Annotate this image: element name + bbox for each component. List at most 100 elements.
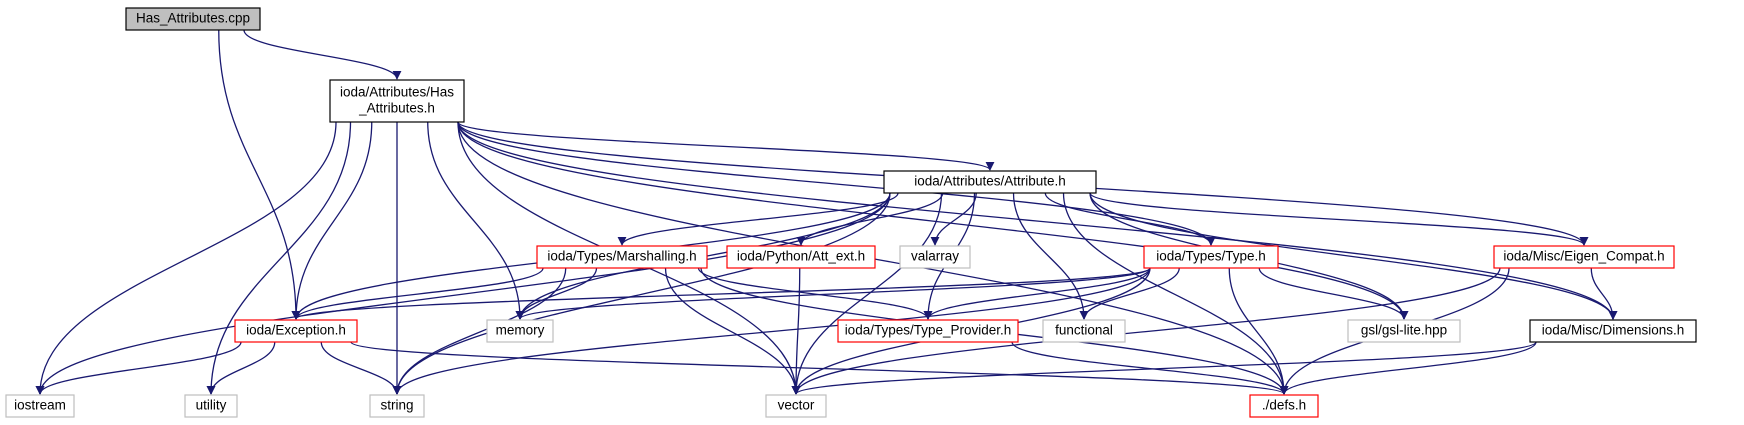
node-attr[interactable]: ioda/Attributes/Attribute.h: [883, 170, 1097, 194]
edge-attr-to-string: [392, 192, 891, 395]
node-eigen[interactable]: ioda/Misc/Eigen_Compat.h: [1493, 245, 1675, 269]
node-has-cpp[interactable]: Has_Attributes.cpp: [125, 7, 261, 31]
edge-eigen-to-vector: [791, 267, 1501, 395]
node-label: ioda/Exception.h: [246, 323, 346, 338]
edge-type-to-functional: [1079, 267, 1180, 320]
node-label: utility: [196, 398, 227, 413]
edge-exc-to-iostream: [35, 341, 242, 395]
node-att-ext[interactable]: ioda/Python/Att_ext.h: [726, 245, 876, 269]
edge-type-to-gsl: [1258, 267, 1409, 320]
node-box: [329, 79, 465, 123]
node-box: [184, 394, 238, 418]
edge-type-to-memory: [515, 267, 1151, 320]
edge-type-to-defs: [1228, 267, 1289, 395]
node-label: gsl/gsl-lite.hpp: [1361, 323, 1447, 338]
node-box: [1493, 245, 1675, 269]
edge-has_cpp-to-has_h: [243, 29, 402, 80]
edge-has_h-to-utility: [206, 121, 352, 395]
node-utility: utility: [184, 394, 238, 418]
edge-attr-to-att_ext: [796, 192, 944, 246]
node-box: [1347, 319, 1461, 343]
edge-has_h-to-iostream: [35, 121, 337, 395]
node-box: [369, 394, 425, 418]
edge-has_h-to-dims: [457, 121, 1618, 320]
edges-layer: [35, 29, 1618, 395]
node-box: [5, 394, 75, 418]
node-box: [1143, 245, 1279, 269]
node-string: string: [369, 394, 425, 418]
node-label: _Attributes.h: [358, 101, 435, 116]
node-typeprov[interactable]: ioda/Types/Type_Provider.h: [837, 319, 1019, 343]
nodes-layer: Has_Attributes.cpp ioda/Attributes/Has_At…: [5, 7, 1697, 418]
node-vector: vector: [765, 394, 827, 418]
node-gsl: gsl/gsl-lite.hpp: [1347, 319, 1461, 343]
node-box: [536, 245, 708, 269]
node-label: Has_Attributes.cpp: [136, 11, 250, 26]
edge-marsh-to-vector: [664, 267, 801, 395]
node-label: ioda/Types/Type_Provider.h: [845, 323, 1012, 338]
node-functional: functional: [1042, 319, 1126, 343]
edge-attr-to-iostream: [35, 192, 891, 395]
node-iostream: iostream: [5, 394, 75, 418]
node-dims[interactable]: ioda/Misc/Dimensions.h: [1529, 319, 1697, 343]
edge-type-to-string: [392, 267, 1151, 395]
node-label: ioda/Misc/Dimensions.h: [1542, 323, 1685, 338]
node-label: ./defs.h: [1262, 398, 1306, 413]
edge-exc-to-string: [320, 341, 402, 395]
node-label: functional: [1055, 323, 1113, 338]
edge-has_cpp-to-exc: [218, 29, 301, 320]
edge-attr-to-functional: [1012, 192, 1089, 320]
node-box: [1249, 394, 1319, 418]
edge-attr-to-eigen: [1089, 192, 1589, 246]
node-box: [883, 170, 1097, 194]
node-box: [125, 7, 261, 31]
edge-dims-to-vector: [791, 341, 1537, 395]
node-box: [486, 319, 554, 343]
node-marsh[interactable]: ioda/Types/Marshalling.h: [536, 245, 708, 269]
edge-has_h-to-attr: [457, 121, 995, 171]
node-box: [234, 319, 358, 343]
edge-has_h-to-exc: [291, 121, 373, 320]
node-label: ioda/Attributes/Attribute.h: [914, 174, 1066, 189]
node-box: [1042, 319, 1126, 343]
node-label: valarray: [911, 249, 959, 264]
node-label: ioda/Attributes/Has: [340, 85, 454, 100]
edge-exc-to-defs: [350, 341, 1289, 395]
node-valarray: valarray: [899, 245, 971, 269]
edge-type-to-exc: [291, 267, 1151, 320]
edge-has_h-to-gsl: [457, 121, 1409, 320]
edge-attr-to-defs: [1062, 192, 1289, 395]
node-label: string: [380, 398, 413, 413]
edge-att_ext-to-vector: [791, 267, 801, 395]
node-box: [899, 245, 971, 269]
edge-marsh-to-exc: [291, 267, 544, 320]
edge-exc-to-utility: [206, 341, 276, 395]
node-exc[interactable]: ioda/Exception.h: [234, 319, 358, 343]
node-type[interactable]: ioda/Types/Type.h: [1143, 245, 1279, 269]
edge-eigen-to-dims: [1590, 267, 1618, 320]
edge-dims-to-defs: [1279, 341, 1537, 395]
node-box: [726, 245, 876, 269]
node-label: vector: [778, 398, 815, 413]
edge-has_h-to-type: [457, 121, 1216, 246]
node-label: iostream: [14, 398, 66, 413]
node-box: [1529, 319, 1697, 343]
edge-attr-to-type: [1044, 192, 1216, 246]
node-memory: memory: [486, 319, 554, 343]
edge-typeprov-to-defs: [1011, 341, 1289, 395]
node-defs[interactable]: ./defs.h: [1249, 394, 1319, 418]
edge-attr-to-valarray: [930, 192, 977, 246]
edge-marsh-to-string: [392, 267, 567, 395]
node-box: [837, 319, 1019, 343]
edge-attr-to-dims: [1089, 192, 1618, 320]
node-box: [765, 394, 827, 418]
node-label: ioda/Types/Marshalling.h: [547, 249, 696, 264]
edge-has_h-to-memory: [427, 121, 525, 320]
node-label: ioda/Types/Type.h: [1156, 249, 1266, 264]
node-label: ioda/Misc/Eigen_Compat.h: [1503, 249, 1664, 264]
edge-type-to-typeprov: [923, 267, 1151, 320]
node-label: memory: [496, 323, 545, 338]
node-has-h[interactable]: ioda/Attributes/Has_Attributes.h: [329, 79, 465, 123]
node-label: ioda/Python/Att_ext.h: [737, 249, 865, 264]
